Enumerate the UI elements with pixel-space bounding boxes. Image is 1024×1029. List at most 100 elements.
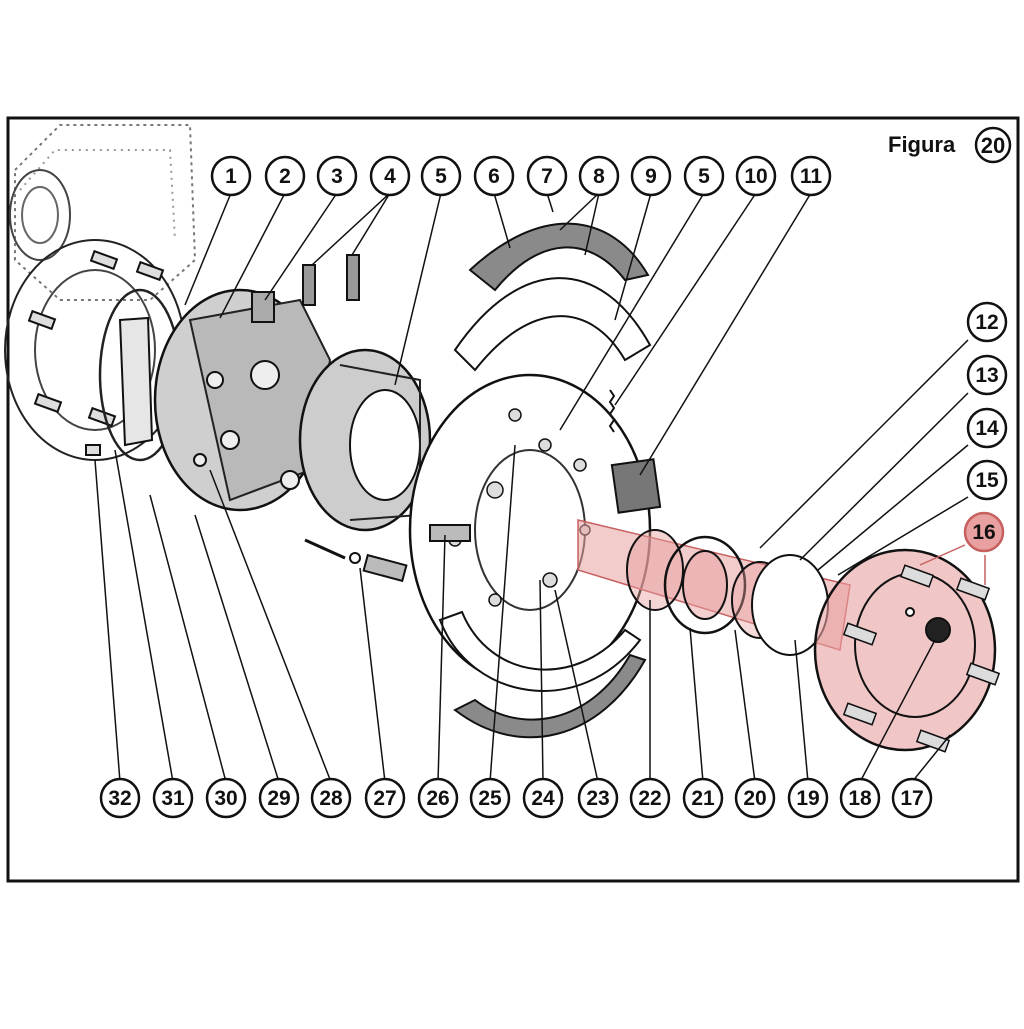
brake-assembly-drawing	[4, 124, 1001, 753]
callout-callouts_bottom-5: 27	[364, 777, 406, 819]
callout-circle	[258, 777, 300, 819]
callout-number: 9	[645, 165, 657, 188]
callout-circle	[734, 777, 776, 819]
callout-callouts_top-10: 10	[735, 155, 777, 197]
callout-callouts_right-3: 15	[966, 459, 1008, 501]
callout-number: 31	[161, 787, 185, 810]
callout-callouts_top-3: 4	[369, 155, 411, 197]
callout-number: 8	[593, 165, 605, 188]
callout-number: 19	[796, 787, 819, 810]
callout-callouts_bottom-8: 24	[522, 777, 564, 819]
callout-number: 2	[279, 165, 291, 188]
callout-number: 11	[800, 165, 823, 188]
callout-number: 17	[900, 787, 923, 810]
callout-circle	[417, 777, 459, 819]
callout-number: 7	[541, 165, 553, 188]
callout-callouts_right-0: 12	[966, 301, 1008, 343]
callout-callouts_bottom-12: 20	[734, 777, 776, 819]
callout-circle	[630, 155, 672, 197]
callout-circle	[966, 459, 1008, 501]
callout-circle	[735, 155, 777, 197]
callout-circle	[264, 155, 306, 197]
callout-number: 14	[975, 417, 999, 440]
callout-callouts_bottom-15: 17	[891, 777, 933, 819]
callout-circle	[522, 777, 564, 819]
callout-circle	[578, 155, 620, 197]
highlighted-parts	[577, 519, 1001, 753]
callout-number: 1	[225, 165, 237, 188]
callout-callouts_top-7: 8	[578, 155, 620, 197]
upper-brake-shoe	[453, 222, 652, 372]
callout-number: 3	[331, 165, 343, 188]
brake-drum-hub	[298, 348, 432, 532]
callout-number: 6	[488, 165, 500, 188]
callout-circle	[966, 354, 1008, 396]
callout-number: 5	[698, 165, 710, 188]
callout-number: 23	[586, 787, 609, 810]
callout-callouts_bottom-10: 22	[629, 777, 671, 819]
callout-number: 13	[975, 364, 998, 387]
callout-circle	[469, 777, 511, 819]
callout-number: 30	[214, 787, 237, 810]
callout-callouts_top-6: 7	[526, 155, 568, 197]
callout-circle	[790, 155, 832, 197]
callout-number: 20	[743, 787, 766, 810]
callout-callouts_right-1: 13	[966, 354, 1008, 396]
callout-callouts_top-8: 9	[630, 155, 672, 197]
return-spring	[608, 389, 616, 433]
callout-number: 32	[108, 787, 131, 810]
adjuster-bolt	[304, 538, 408, 583]
figure-title: Figura 20	[888, 126, 1012, 164]
callout-circle	[683, 155, 725, 197]
callout-callouts_bottom-6: 26	[417, 777, 459, 819]
callout-circle	[369, 155, 411, 197]
callout-circle	[316, 155, 358, 197]
callout-callouts_bottom-0: 32	[99, 777, 141, 819]
callout-circle	[99, 777, 141, 819]
callout-callouts_right-4: 16	[963, 511, 1005, 553]
callout-circle	[787, 777, 829, 819]
callout-circle	[364, 777, 406, 819]
callout-circle	[210, 155, 252, 197]
callout-circle	[629, 777, 671, 819]
callout-callouts_bottom-14: 18	[839, 777, 881, 819]
callout-callouts_bottom-7: 25	[469, 777, 511, 819]
callout-circle	[891, 777, 933, 819]
callout-circle	[966, 407, 1008, 449]
callout-circle	[310, 777, 352, 819]
callout-number: 29	[267, 787, 290, 810]
callout-number: 26	[426, 787, 449, 810]
backing-plate	[408, 373, 652, 687]
wheel-cylinder	[610, 458, 662, 514]
callout-number: 24	[531, 787, 555, 810]
callout-callouts_top-9: 5	[683, 155, 725, 197]
brake-lever	[118, 316, 154, 447]
callout-number: 10	[744, 165, 767, 188]
callout-number: 15	[975, 469, 999, 492]
callout-callouts_bottom-13: 19	[787, 777, 829, 819]
figure-number: 20	[981, 133, 1005, 158]
callout-circle	[839, 777, 881, 819]
figure-title-word: Figura	[888, 132, 956, 157]
callout-number: 21	[691, 787, 715, 810]
callout-circle	[205, 777, 247, 819]
callout-number: 27	[373, 787, 396, 810]
callout-circle	[473, 155, 515, 197]
callout-number: 25	[478, 787, 502, 810]
callout-number: 16	[972, 521, 995, 544]
callout-callouts_right-2: 14	[966, 407, 1008, 449]
wheel-hub-flange	[813, 548, 997, 752]
callout-number: 12	[975, 311, 998, 334]
callout-callouts_top-1: 2	[264, 155, 306, 197]
callout-circle	[963, 511, 1005, 553]
callout-circle	[152, 777, 194, 819]
leader-lines	[94, 192, 986, 783]
callout-number: 22	[638, 787, 661, 810]
callout-number: 5	[435, 165, 447, 188]
callout-callouts_bottom-11: 21	[682, 777, 724, 819]
support-casting	[153, 288, 332, 512]
callout-number: 4	[384, 165, 396, 188]
